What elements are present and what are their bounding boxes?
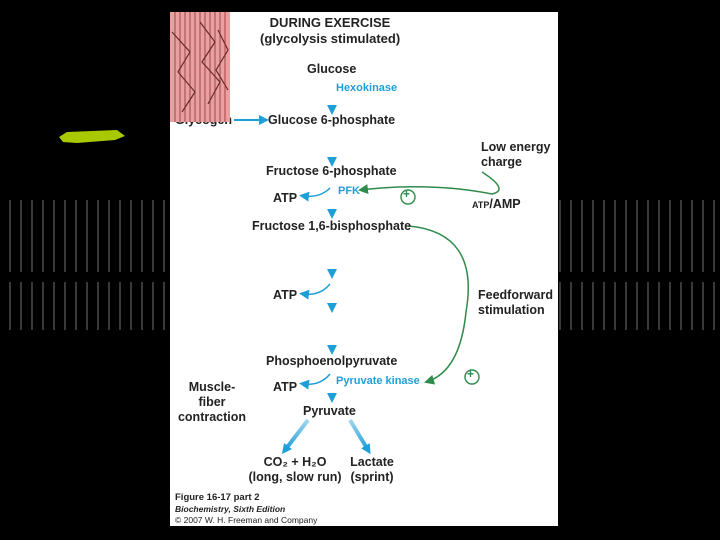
regulation-curves	[358, 171, 500, 385]
low-energy-to-pfk	[358, 171, 500, 195]
hexokinase-label: Hexokinase	[336, 82, 398, 94]
sprint-label: (sprint)	[350, 470, 394, 484]
diagram-title: DURING EXERCISE	[269, 15, 391, 30]
atp-label-1: ATP	[273, 191, 298, 205]
low-energy-label: Low energy	[481, 140, 551, 154]
f16bp-label: Fructose 1,6-bisphosphate	[252, 219, 412, 233]
atp-amp-label: ATP/AMP	[472, 197, 521, 211]
charge-label: charge	[481, 155, 522, 169]
plus-circle-pk	[464, 369, 480, 385]
f6p-label: Fructose 6-phosphate	[266, 164, 397, 178]
plus-sign-pk: +	[467, 367, 475, 381]
arrow-pyruvate-co2	[281, 418, 310, 454]
co2-label: CO₂ + H₂O	[263, 455, 327, 469]
plus-signs	[400, 189, 480, 385]
pathway-main-arrows	[281, 78, 371, 455]
stimulation-label: stimulation	[478, 303, 545, 317]
pyruvate-kinase-label: Pyruvate kinase	[336, 375, 420, 387]
arrow-atp-1	[299, 187, 331, 202]
arrow-pyruvate-lactate	[348, 418, 371, 455]
glucose-label: Glucose	[307, 62, 357, 76]
copyright-text: © 2007 W. H. Freeman and Company	[175, 514, 318, 525]
pyruvate-label: Pyruvate	[303, 404, 356, 418]
long-slow-run-label: (long, slow run)	[248, 470, 342, 484]
arrow-atp-2	[299, 283, 331, 300]
lactate-label: Lactate	[350, 455, 394, 469]
atp-side-arrows	[299, 187, 331, 390]
muscle-label-3: contraction	[177, 410, 247, 424]
figure-number: Figure 16-17 part 2	[175, 492, 260, 503]
feedforward-label: Feedforward	[478, 288, 554, 302]
muscle-label-1: Muscle-	[188, 380, 236, 394]
book-title: Biochemistry, Sixth Edition	[175, 503, 286, 514]
atp-small: ATP	[472, 200, 490, 210]
plus-circle-pfk	[400, 189, 416, 205]
highlighter-mark	[59, 130, 125, 143]
feedforward-to-pk	[407, 225, 470, 385]
g6p-label: Glucose 6-phosphate	[268, 113, 396, 127]
muscle-fiber-image	[170, 12, 230, 122]
pfk-label: PFK	[338, 185, 360, 197]
muscle-label-2: fiber	[198, 395, 226, 409]
figure-panel: DURING EXERCISE (glycolysis stimulated) …	[170, 12, 558, 526]
diagram-subtitle: (glycolysis stimulated)	[260, 31, 401, 46]
plus-sign-pfk: +	[403, 187, 411, 201]
pathway-arrows	[234, 78, 500, 455]
figure-caption: Figure 16-17 part 2 Biochemistry, Sixth …	[175, 492, 317, 525]
pep-label: Phosphoenolpyruvate	[266, 354, 398, 368]
arrow-atp-3	[299, 373, 331, 390]
atp-label-3: ATP	[273, 380, 298, 394]
amp-large: /AMP	[489, 197, 521, 211]
atp-label-2: ATP	[273, 288, 298, 302]
